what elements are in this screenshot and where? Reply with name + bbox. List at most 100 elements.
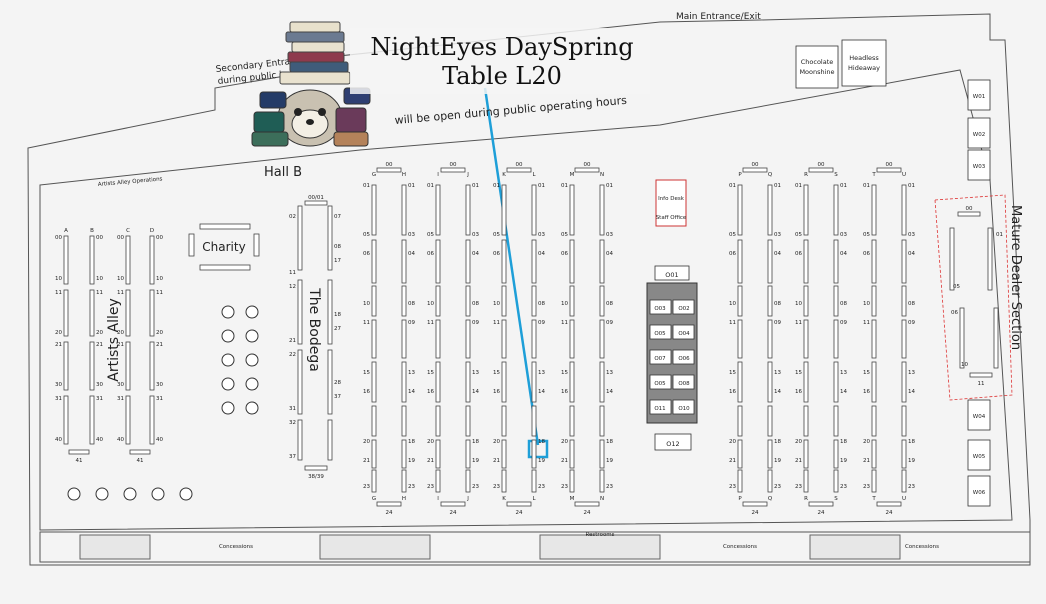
vendor-table-segment[interactable] — [501, 405, 507, 437]
vendor-table-segment[interactable] — [501, 239, 507, 284]
vendor-table-segment[interactable] — [569, 405, 575, 437]
bodega-table-segment[interactable] — [297, 205, 303, 271]
round-table[interactable] — [67, 487, 81, 501]
artist-endcap[interactable] — [68, 449, 90, 455]
vendor-table-segment[interactable] — [901, 439, 907, 469]
round-table[interactable] — [123, 487, 137, 501]
vendor-table-segment[interactable] — [401, 184, 407, 236]
artist-table-segment[interactable] — [125, 235, 131, 285]
vendor-table-segment[interactable] — [569, 239, 575, 284]
wall-booth[interactable] — [967, 117, 991, 149]
vendor-table-segment[interactable] — [569, 184, 575, 236]
vendor-table-segment[interactable] — [531, 239, 537, 284]
vendor-table-segment[interactable] — [803, 469, 809, 493]
vendor-table-segment[interactable] — [767, 361, 773, 403]
vendor-table-segment[interactable] — [501, 319, 507, 359]
vendor-table-segment[interactable] — [465, 285, 471, 317]
vendor-table-segment[interactable] — [767, 319, 773, 359]
vendor-table-segment[interactable] — [833, 361, 839, 403]
row-endcap-top[interactable] — [376, 167, 402, 173]
vendor-table-segment[interactable] — [871, 405, 877, 437]
row-endcap-bottom[interactable] — [742, 501, 768, 507]
vendor-table-segment[interactable] — [737, 239, 743, 284]
vendor-table-segment[interactable] — [371, 184, 377, 236]
vendor-table-segment[interactable] — [803, 405, 809, 437]
vendor-table-segment[interactable] — [371, 361, 377, 403]
vendor-table-segment[interactable] — [737, 319, 743, 359]
vendor-table-segment[interactable] — [435, 285, 441, 317]
artist-table-segment[interactable] — [89, 395, 95, 445]
vendor-table-segment[interactable] — [871, 239, 877, 284]
artist-table-segment[interactable] — [89, 341, 95, 391]
center-booth[interactable] — [649, 324, 672, 340]
mature-table[interactable] — [949, 227, 955, 291]
vendor-table-segment[interactable] — [599, 361, 605, 403]
vendor-table-segment[interactable] — [833, 184, 839, 236]
vendor-table-segment[interactable] — [737, 405, 743, 437]
vendor-table-segment[interactable] — [435, 439, 441, 469]
artist-table-segment[interactable] — [89, 289, 95, 337]
vendor-table-segment[interactable] — [599, 239, 605, 284]
wall-booth[interactable] — [967, 149, 991, 181]
bodega-table-segment[interactable] — [297, 279, 303, 345]
round-table[interactable] — [179, 487, 193, 501]
center-booth[interactable] — [672, 399, 695, 415]
vendor-table-segment[interactable] — [901, 239, 907, 284]
vendor-table-segment[interactable] — [767, 184, 773, 236]
round-table[interactable] — [221, 377, 235, 391]
vendor-table-segment[interactable] — [501, 285, 507, 317]
vendor-table-segment[interactable] — [435, 361, 441, 403]
vendor-table-segment[interactable] — [833, 405, 839, 437]
booth-O12[interactable] — [654, 433, 692, 451]
vendor-table-segment[interactable] — [569, 361, 575, 403]
mature-table[interactable] — [959, 307, 965, 369]
bodega-table-segment[interactable] — [327, 349, 333, 415]
vendor-table-segment[interactable] — [401, 285, 407, 317]
bodega-endcap-top[interactable] — [304, 200, 328, 206]
artist-endcap[interactable] — [129, 449, 151, 455]
row-endcap-top[interactable] — [440, 167, 466, 173]
round-table[interactable] — [221, 305, 235, 319]
vendor-table-segment[interactable] — [371, 285, 377, 317]
vendor-table-segment[interactable] — [435, 239, 441, 284]
vendor-table-segment[interactable] — [599, 439, 605, 469]
row-endcap-bottom[interactable] — [440, 501, 466, 507]
vendor-table-segment[interactable] — [569, 319, 575, 359]
row-endcap-top[interactable] — [574, 167, 600, 173]
vendor-table-segment[interactable] — [803, 439, 809, 469]
wall-booth[interactable] — [967, 439, 991, 471]
vendor-table-segment[interactable] — [833, 319, 839, 359]
round-table[interactable] — [245, 329, 259, 343]
vendor-table-segment[interactable] — [501, 184, 507, 236]
vendor-table-segment[interactable] — [435, 469, 441, 493]
vendor-table-segment[interactable] — [531, 439, 537, 469]
vendor-table-segment[interactable] — [401, 361, 407, 403]
vendor-table-segment[interactable] — [803, 239, 809, 284]
vendor-table-segment[interactable] — [833, 285, 839, 317]
booth-O01[interactable] — [654, 265, 690, 281]
vendor-table-segment[interactable] — [803, 319, 809, 359]
center-booth[interactable] — [649, 374, 672, 390]
mature-table[interactable] — [993, 307, 999, 369]
vendor-table-segment[interactable] — [465, 239, 471, 284]
vendor-table-segment[interactable] — [531, 285, 537, 317]
vendor-table-segment[interactable] — [901, 319, 907, 359]
vendor-table-segment[interactable] — [371, 469, 377, 493]
round-table[interactable] — [221, 401, 235, 415]
vendor-table-segment[interactable] — [371, 239, 377, 284]
artist-table-segment[interactable] — [63, 289, 69, 337]
row-endcap-top[interactable] — [742, 167, 768, 173]
center-booth[interactable] — [649, 299, 672, 315]
wall-booth[interactable] — [967, 475, 991, 507]
vendor-table-segment[interactable] — [599, 184, 605, 236]
round-table[interactable] — [221, 329, 235, 343]
vendor-table-segment[interactable] — [501, 439, 507, 469]
vendor-table-segment[interactable] — [371, 319, 377, 359]
headless-hideaway-booth[interactable] — [841, 39, 887, 87]
vendor-table-segment[interactable] — [803, 361, 809, 403]
bodega-endcap-bottom[interactable] — [304, 465, 328, 471]
chocolate-moonshine-booth[interactable] — [795, 45, 839, 89]
row-endcap-top[interactable] — [876, 167, 902, 173]
mature-endcap-bottom[interactable] — [969, 372, 993, 378]
round-table[interactable] — [95, 487, 109, 501]
